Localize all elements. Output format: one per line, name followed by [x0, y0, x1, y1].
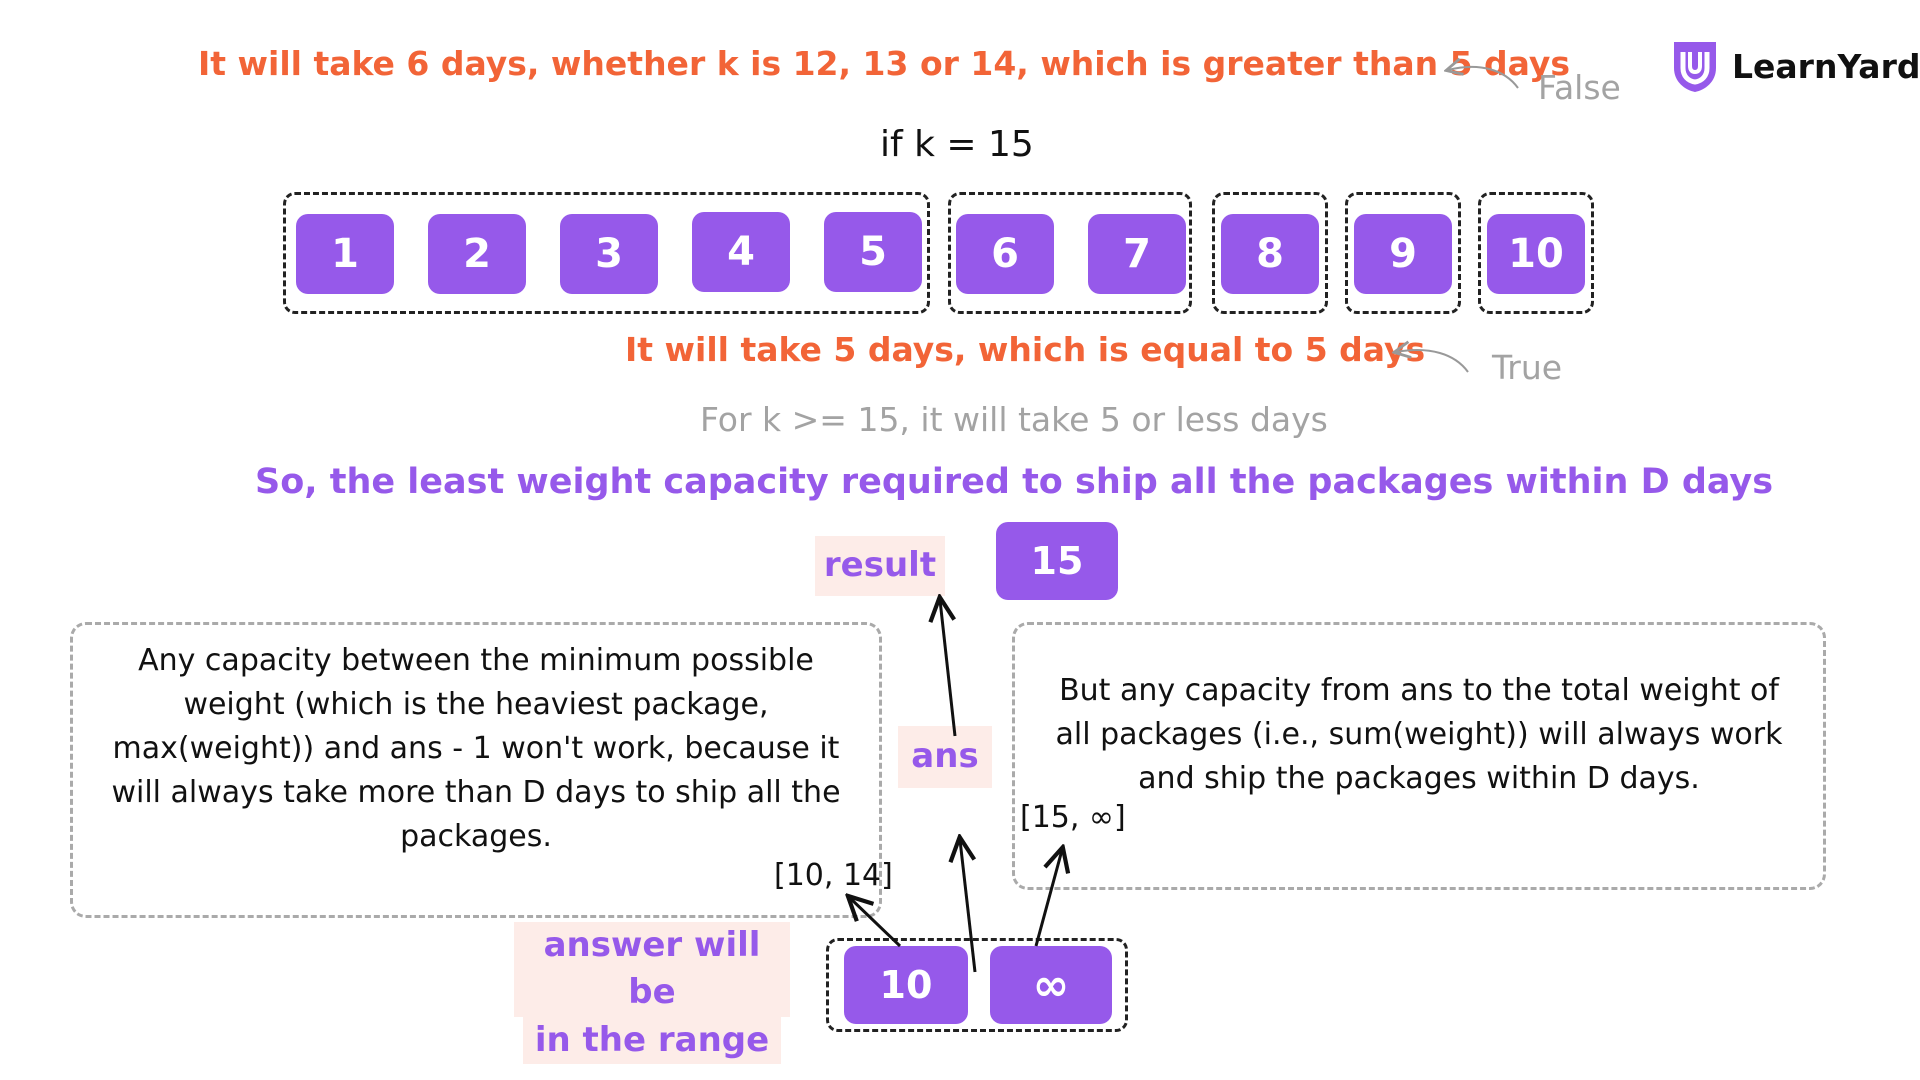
range-high-box: ∞	[990, 946, 1112, 1024]
right-panel: But any capacity from ans to the total w…	[1012, 622, 1826, 890]
low-to-left-range-arrow	[850, 898, 902, 948]
false-label: False	[1538, 68, 1621, 107]
ans-to-result-arrow	[940, 600, 957, 737]
true-label: True	[1492, 348, 1563, 387]
package-box: 7	[1088, 214, 1186, 294]
range-low-box: 10	[844, 946, 968, 1024]
high-to-right-range-arrow	[1034, 850, 1062, 947]
package-box: 8	[1221, 214, 1319, 294]
condition-label: if k = 15	[880, 124, 1034, 165]
range-bounds-group	[826, 938, 1128, 1032]
range-tag: answer will be in the range	[514, 921, 790, 1065]
range-to-ans-arrow	[960, 840, 977, 973]
false-curved-arrow	[1448, 67, 1519, 89]
day-group-5	[1478, 192, 1594, 314]
package-box: 9	[1354, 214, 1452, 294]
right-panel-text: But any capacity from ans to the total w…	[1055, 673, 1783, 796]
package-box: 10	[1487, 214, 1585, 294]
left-panel-text: Any capacity between the minimum possibl…	[111, 643, 841, 854]
day-group-4	[1345, 192, 1461, 314]
range-tag-line2: in the range	[522, 1016, 782, 1065]
package-box: 1	[296, 214, 394, 294]
true-curved-arrow	[1396, 350, 1469, 373]
brand-logo: LearnYard	[1670, 38, 1920, 94]
package-box: 5	[824, 212, 922, 292]
day-group-1	[283, 192, 930, 314]
ans-tag: ans	[898, 726, 992, 788]
left-range-label: [10, 14]	[774, 858, 893, 893]
left-panel: Any capacity between the minimum possibl…	[70, 622, 882, 918]
package-box: 6	[956, 214, 1054, 294]
conclusion-text: So, the least weight capacity required t…	[255, 462, 1774, 502]
range-tag-line1: answer will be	[514, 921, 790, 1017]
result-value-box: 15	[996, 522, 1118, 600]
note-text: For k >= 15, it will take 5 or less days	[700, 400, 1328, 439]
brand-name: LearnYard	[1732, 46, 1920, 86]
right-range-label: [15, ∞]	[1020, 800, 1126, 835]
learnyard-logo-icon	[1674, 42, 1716, 92]
false-statement: It will take 6 days, whether k is 12, 13…	[198, 44, 1571, 83]
package-box: 3	[560, 214, 658, 294]
day-group-3	[1212, 192, 1328, 314]
true-statement: It will take 5 days, which is equal to 5…	[625, 330, 1426, 369]
package-box: 2	[428, 214, 526, 294]
result-tag: result	[815, 536, 945, 596]
package-box: 4	[692, 212, 790, 292]
day-group-2	[948, 192, 1192, 314]
